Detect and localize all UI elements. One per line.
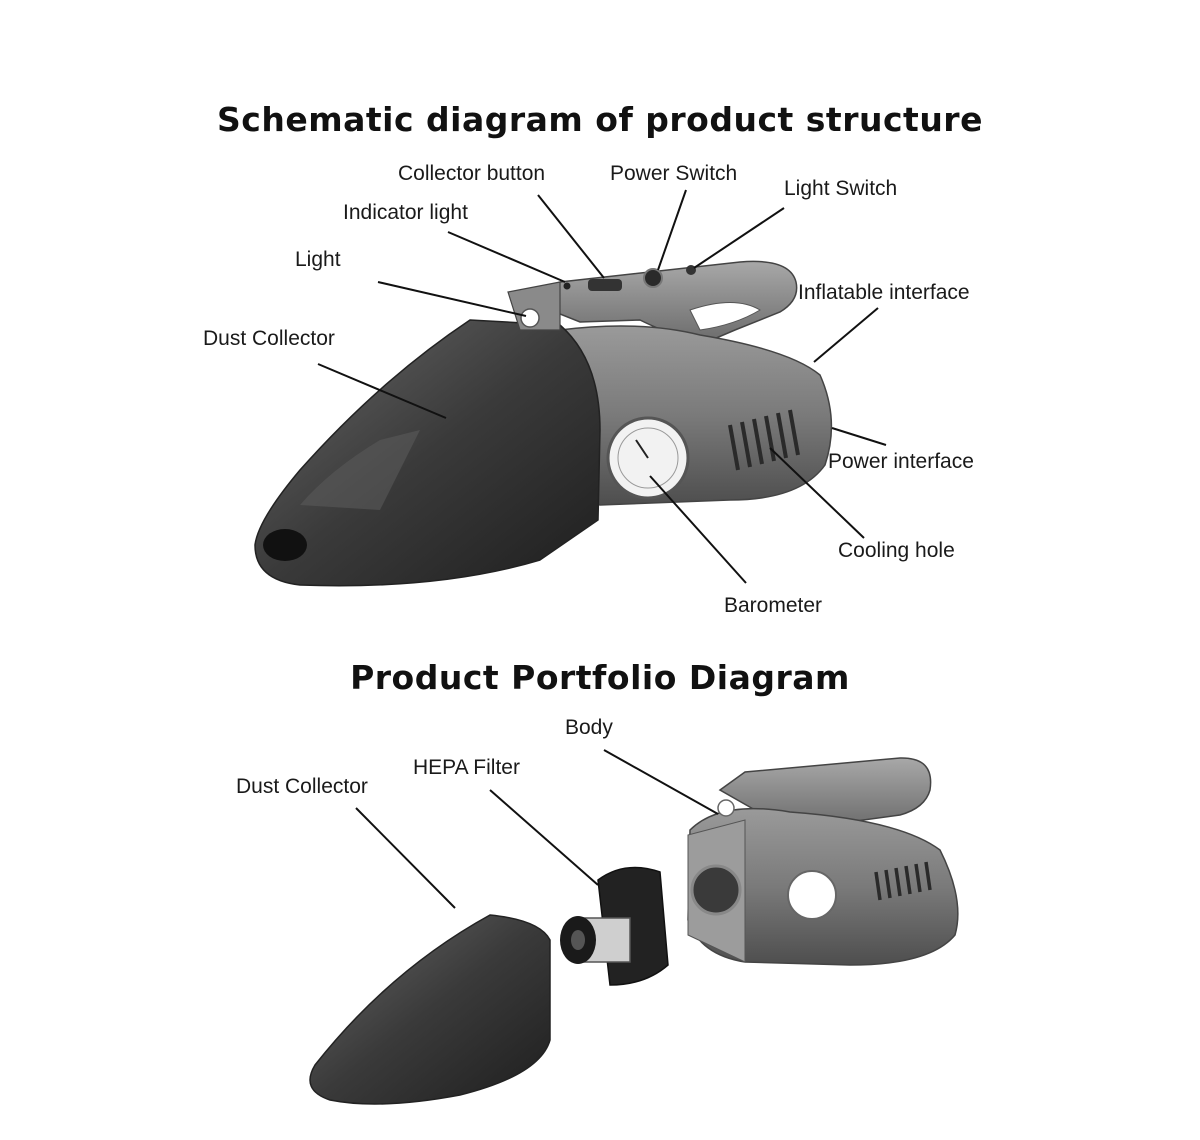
portfolio-leader-lines	[355, 749, 719, 909]
label-barometer: Barometer	[724, 594, 823, 617]
nozzle-opening	[263, 529, 307, 561]
label-hepa-filter: HEPA Filter	[413, 756, 520, 779]
label-power-interface: Power interface	[828, 450, 974, 473]
cup-highlight	[300, 430, 420, 510]
indicator-light-dot	[563, 282, 571, 290]
label-cooling-hole: Cooling hole	[838, 539, 955, 562]
label-dust-collector-top: Dust Collector	[203, 327, 335, 350]
label-indicator-light: Indicator light	[343, 201, 468, 224]
label-power-switch: Power Switch	[610, 162, 738, 185]
label-dust-collector-bottom: Dust Collector	[236, 775, 368, 798]
assembled-vacuum	[254, 260, 833, 587]
barometer-ring	[617, 427, 679, 489]
label-body: Body	[565, 716, 613, 739]
exploded-body	[687, 757, 959, 966]
light-switch-shape	[686, 265, 696, 275]
structure-title: Schematic diagram of product structure	[217, 100, 983, 139]
light-lens	[520, 308, 540, 328]
exploded-dust-collector	[309, 914, 551, 1105]
label-light: Light	[295, 248, 341, 271]
label-collector-button: Collector button	[398, 162, 546, 185]
label-light-switch: Light Switch	[784, 177, 898, 200]
dust-collector-shape	[254, 319, 601, 587]
collector-button-shape	[588, 279, 622, 291]
label-inflatable-interface: Inflatable interface	[798, 281, 970, 304]
exploded-hepa-filter	[560, 866, 669, 986]
handle-grip-hole	[689, 302, 761, 331]
portfolio-title: Product Portfolio Diagram	[350, 658, 850, 697]
barometer-needle	[635, 439, 649, 459]
cooling-vents	[728, 409, 800, 471]
power-switch-shape	[643, 268, 663, 288]
structure-leader-lines	[317, 189, 887, 584]
